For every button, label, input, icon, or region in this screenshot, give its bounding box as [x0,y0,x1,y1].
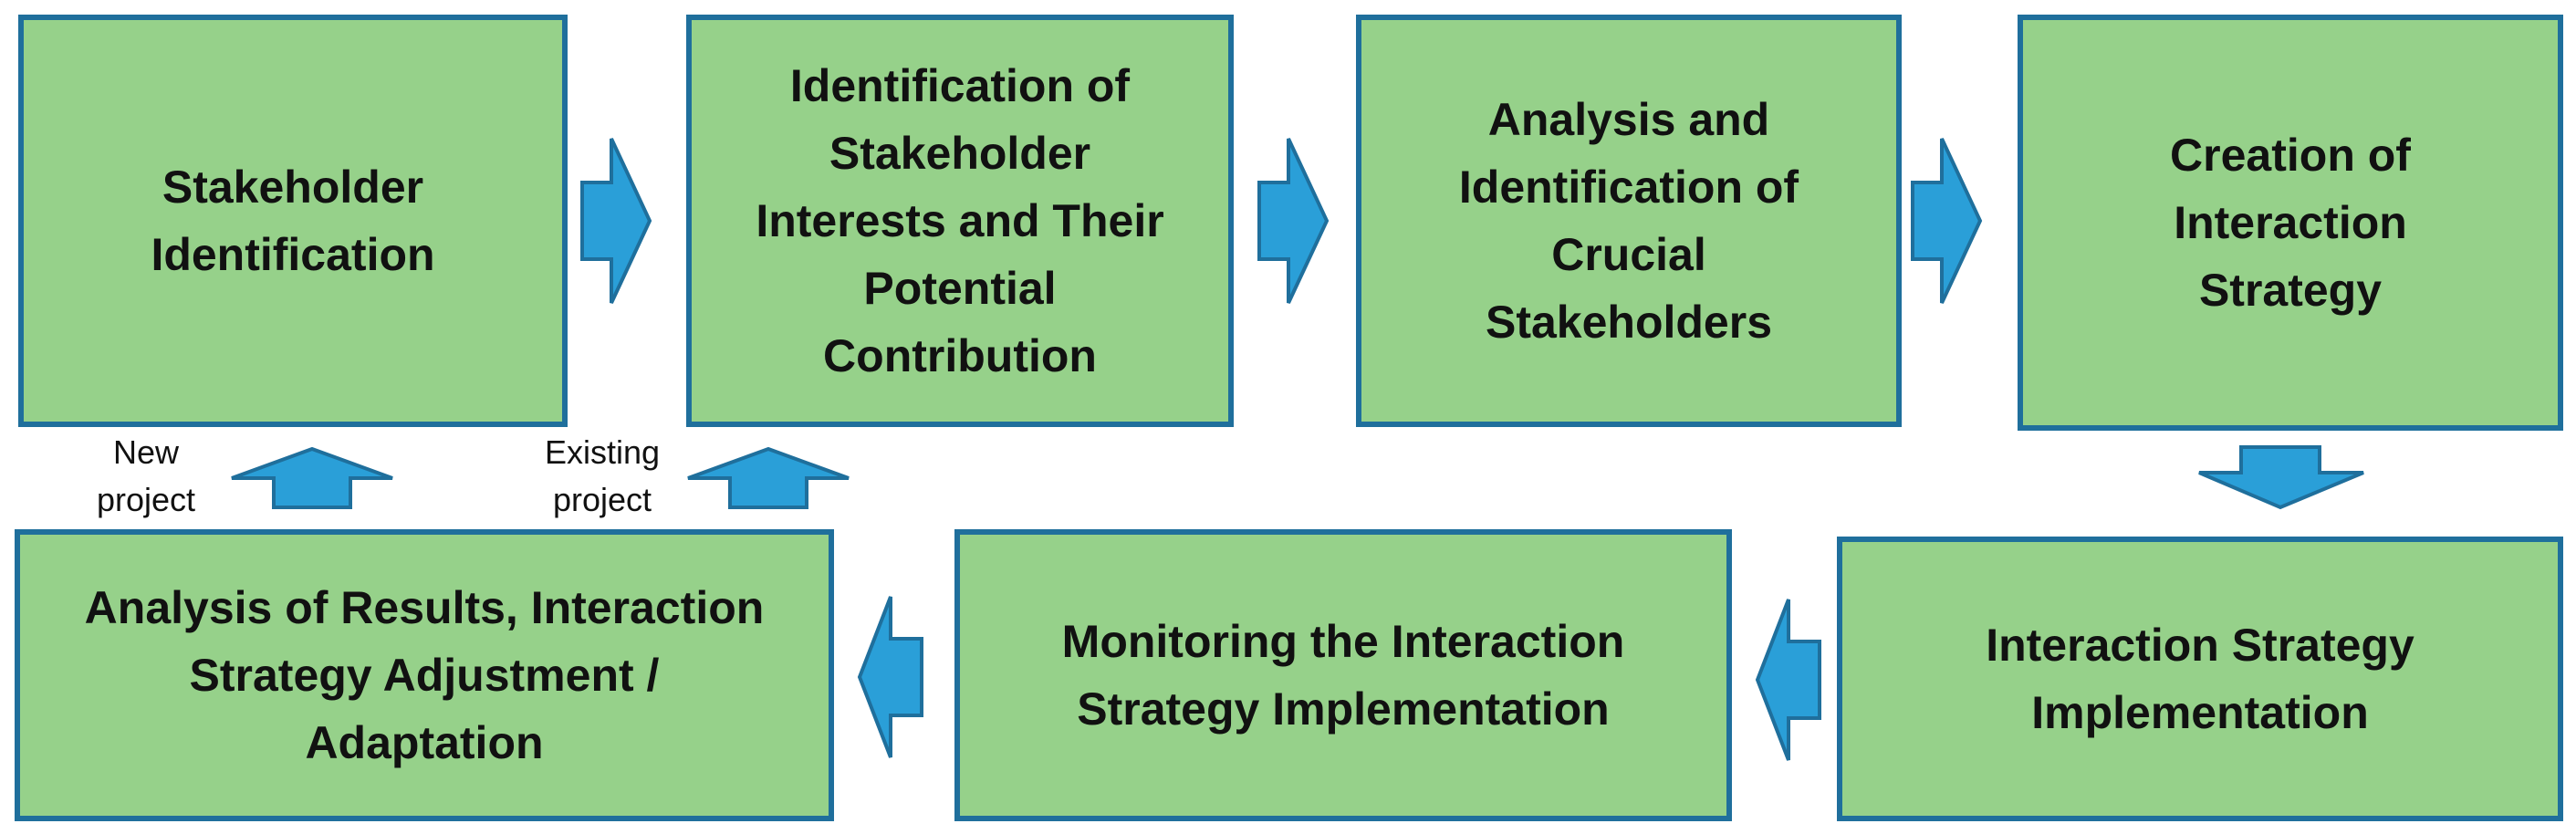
right-arrow-icon [1257,138,1330,304]
box-analysis-of-results: Analysis of Results, Interaction Strateg… [15,529,834,821]
box-interaction-strategy-implementation: Interaction Strategy Implementation [1837,537,2563,821]
box-stakeholder-identification: Stakeholder Identification [18,15,568,427]
note-new-project: New project [96,433,196,518]
box-creation-interaction-strategy: Creation of Interaction Strategy [2018,15,2563,431]
up-arrow-icon [687,446,850,509]
note-existing-project: Existing project [544,433,661,518]
right-arrow-icon [580,138,652,304]
left-arrow-icon [857,596,923,758]
box-analysis-crucial-stakeholders: Analysis and Identification of Crucial S… [1356,15,1902,427]
up-arrow-icon [231,446,393,509]
box-monitoring-implementation: Monitoring the Interaction Strategy Impl… [954,529,1732,821]
box-identification-of-interests: Identification of Stakeholder Interests … [686,15,1234,427]
right-arrow-icon [1911,138,1983,304]
left-arrow-icon [1755,599,1821,761]
down-arrow-icon [2198,445,2364,510]
